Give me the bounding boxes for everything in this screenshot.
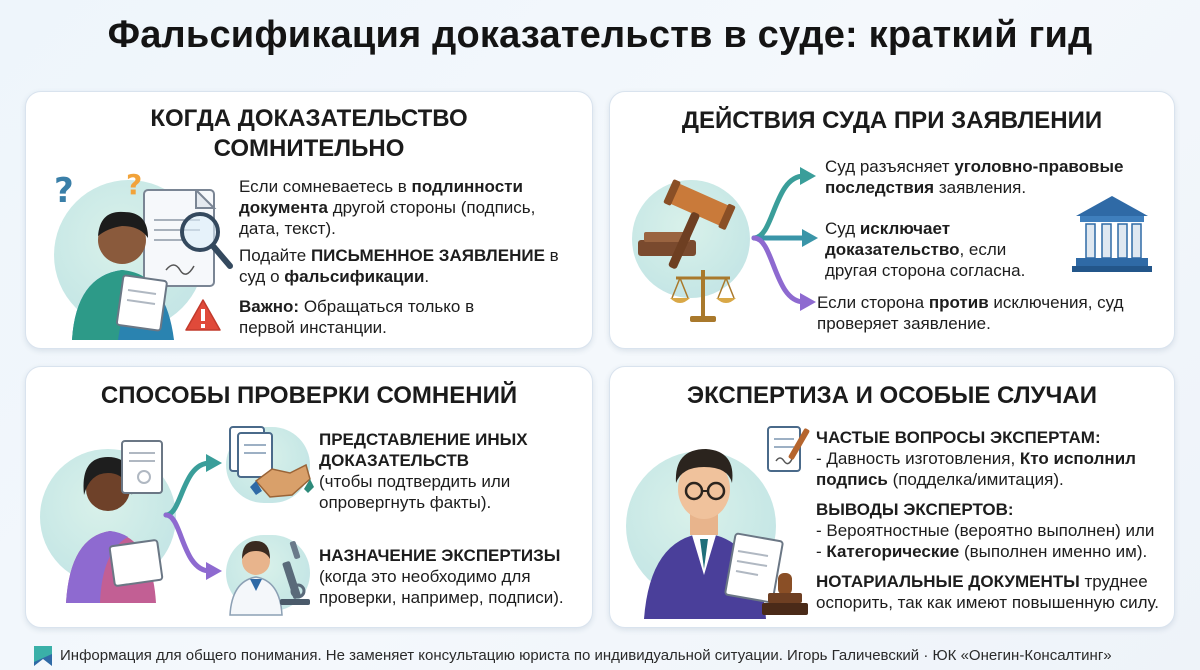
gavel-icon	[638, 179, 736, 269]
person-illustration	[66, 440, 164, 603]
card-title: КОГДА ДОКАЗАТЕЛЬСТВО СОМНИТЕЛЬНО	[150, 105, 468, 162]
person-illustration	[72, 211, 174, 340]
svg-text:?: ?	[126, 168, 142, 201]
card1-paragraph-2: Подайте ПИСЬМЕННОЕ ЗАЯВЛЕНИЕ в суд о фал…	[239, 246, 559, 286]
card-title: ДЕЙСТВИЯ СУДА ПРИ ЗАЯВЛЕНИИ	[681, 107, 1103, 134]
card-title: ЭКСПЕРТИЗА И ОСОБЫЕ СЛУЧАИ	[687, 382, 1097, 409]
card-expertise-special: ЭКСПЕРТИЗА И ОСОБЫЕ СЛУЧАИ ЧАСТЫЕ ВОПРОС…	[609, 366, 1175, 628]
card-title: СПОСОБЫ ПРОВЕРКИ СОМНЕНИЙ	[100, 382, 518, 409]
scales-icon	[670, 270, 736, 322]
branch-arrows	[751, 167, 818, 311]
branch-arrows	[163, 454, 222, 580]
page-title: Фальсификация доказательств в суде: крат…	[107, 14, 1093, 56]
question-mark-icon: ?	[126, 168, 142, 201]
stamp-icon	[762, 573, 808, 615]
court-action-explains: Суд разъясняет уголовно-правовые последс…	[825, 157, 1124, 197]
expert-questions: ЧАСТЫЕ ВОПРОСЫ ЭКСПЕРТАМ: - Давность изг…	[816, 428, 1136, 489]
expert-conclusions: ВЫВОДЫ ЭКСПЕРТОВ: - Вероятностные (вероя…	[816, 500, 1155, 561]
question-mark-icon: ?	[54, 171, 74, 211]
card-verification-methods: СПОСОБЫ ПРОВЕРКИ СОМНЕНИЙ	[25, 366, 593, 628]
svg-text:?: ?	[54, 171, 74, 211]
card-court-actions: ДЕЙСТВИЯ СУДА ПРИ ЗАЯВЛЕНИИ	[609, 91, 1175, 349]
method-other-evidence: ПРЕДСТАВЛЕНИЕ ИНЫХ ДОКАЗАТЕЛЬСТВ (чтобы …	[319, 430, 528, 512]
notarial-documents: НОТАРИАЛЬНЫЕ ДОКУМЕНТЫ труднее оспорить,…	[816, 572, 1160, 612]
document-pen-icon	[767, 426, 810, 472]
expert-person-illustration	[644, 449, 784, 619]
expert-microscope-icon	[229, 541, 310, 616]
warning-icon	[185, 299, 221, 331]
documents-handshake-icon	[229, 426, 314, 498]
court-action-excludes: Суд исключает доказательство, если друга…	[825, 219, 1026, 280]
method-expertise: НАЗНАЧЕНИЕ ЭКСПЕРТИЗЫ (когда это необход…	[319, 546, 564, 607]
document-magnifier-icon	[143, 189, 233, 287]
bookmark-icon	[34, 646, 52, 666]
court-action-verifies: Если сторона против исключения, суд пров…	[817, 293, 1124, 333]
footer-text: Информация для общего понимания. Не заме…	[60, 647, 1112, 664]
card1-paragraph-3: Важно: Обращаться только в первой инстан…	[239, 297, 475, 337]
card-doubtful-evidence: КОГДА ДОКАЗАТЕЛЬСТВО СОМНИТЕЛЬНО ? ? Есл	[25, 91, 593, 349]
card1-paragraph-1: Если сомневаетесь в подлинности документ…	[239, 177, 536, 238]
footer: Информация для общего понимания. Не заме…	[0, 638, 1200, 670]
courthouse-icon	[1072, 196, 1152, 272]
